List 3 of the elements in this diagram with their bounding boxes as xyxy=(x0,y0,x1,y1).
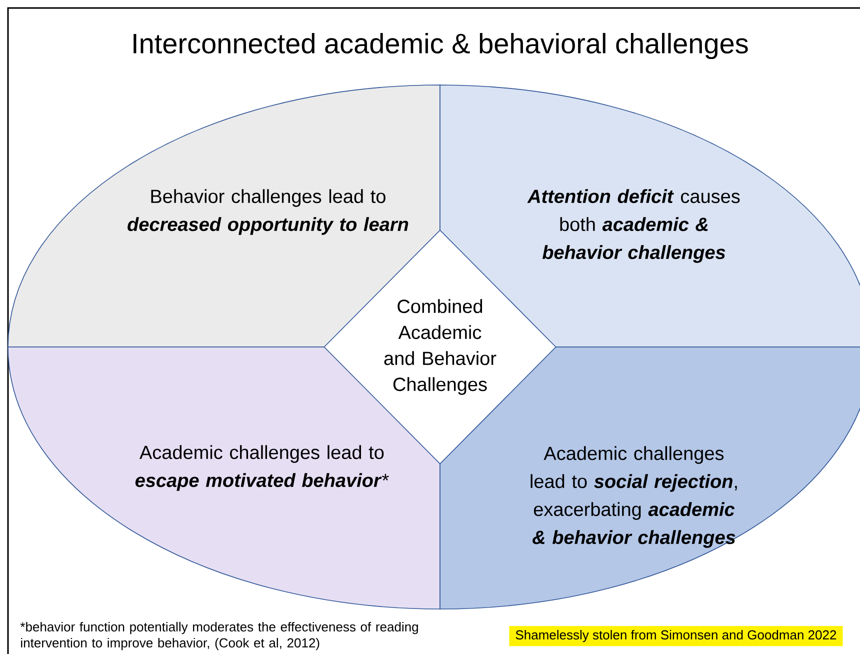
title: Interconnected academic & behavioral challenges xyxy=(134,32,748,60)
credit-note: Shamelessly stolen from Simonsen and Goodman 2022 xyxy=(509,626,843,646)
footnote: *behavior function potentially moderates the effectiveness of reading intervention to improve behavior, (Cook et al, 2012) xyxy=(20,622,418,650)
